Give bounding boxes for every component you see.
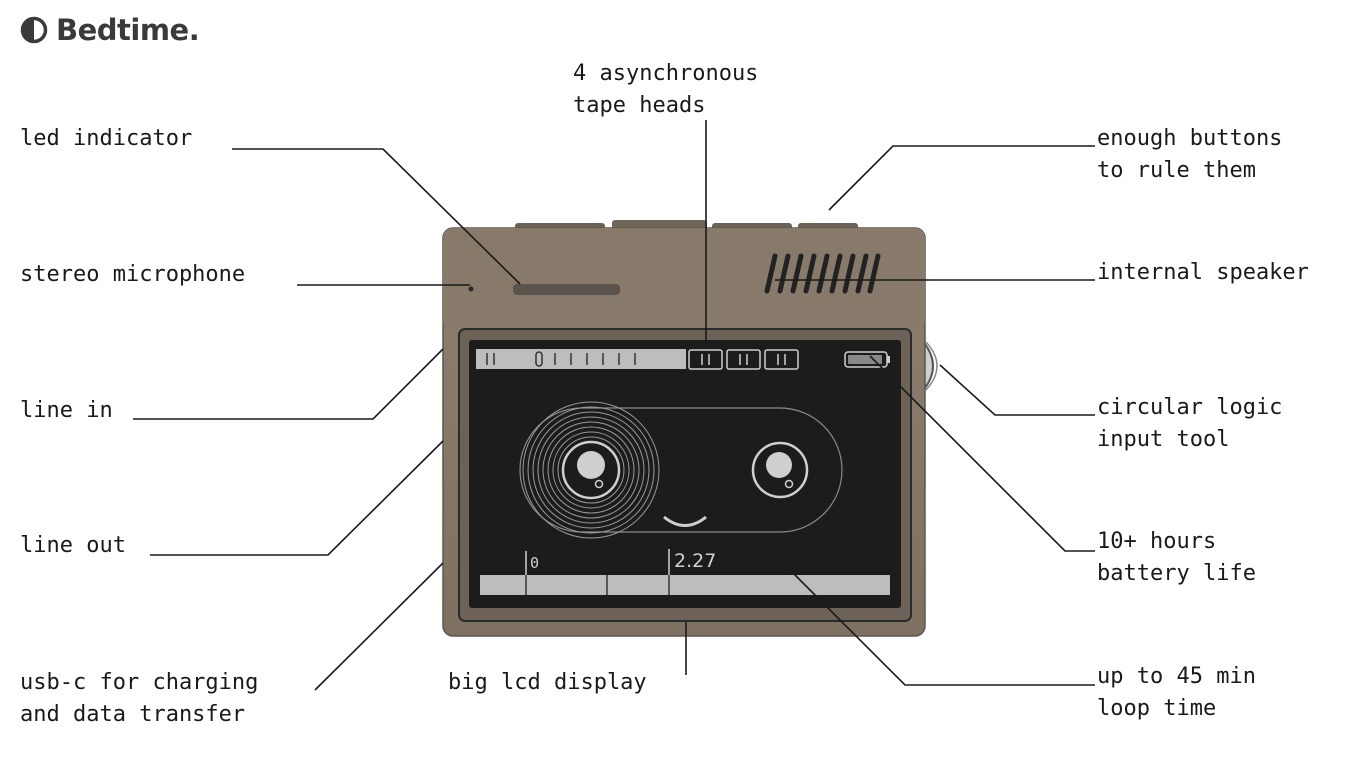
lcd-timeline: 0 2.27 [480, 549, 890, 595]
callout-usb-c: usb-c for charging and data transfer [20, 670, 259, 727]
speaker-grille [764, 253, 881, 294]
callout-buttons: enough buttons to rule them [1097, 126, 1283, 183]
microphone-hole [468, 286, 474, 292]
brand-name: Bedtime. [56, 13, 200, 47]
leader-lines [133, 120, 1095, 691]
callout-battery: 10+ hours battery life [1097, 529, 1256, 586]
callout-line-out: line out [20, 533, 126, 558]
counter-current: 2.27 [674, 550, 716, 572]
counter-start: 0 [530, 554, 539, 572]
callout-led-indicator: led indicator [20, 126, 193, 151]
callout-lcd-display: big lcd display [448, 670, 647, 695]
brand: Bedtime. [20, 10, 200, 50]
callout-stereo-microphone: stereo microphone [20, 262, 246, 287]
lcd-status-bar [476, 349, 890, 370]
led-indicator [513, 284, 620, 295]
callout-tape-heads: 4 asynchronous tape heads [573, 61, 759, 118]
callout-loop-time: up to 45 min loop time [1097, 664, 1256, 721]
callout-circular-logic: circular logic input tool [1097, 395, 1283, 452]
moon-logo-icon [20, 16, 48, 44]
callout-line-in: line in [20, 398, 113, 423]
cassette-face [519, 401, 843, 539]
callout-internal-speaker: internal speaker [1097, 260, 1309, 285]
lcd-screen [469, 340, 901, 608]
